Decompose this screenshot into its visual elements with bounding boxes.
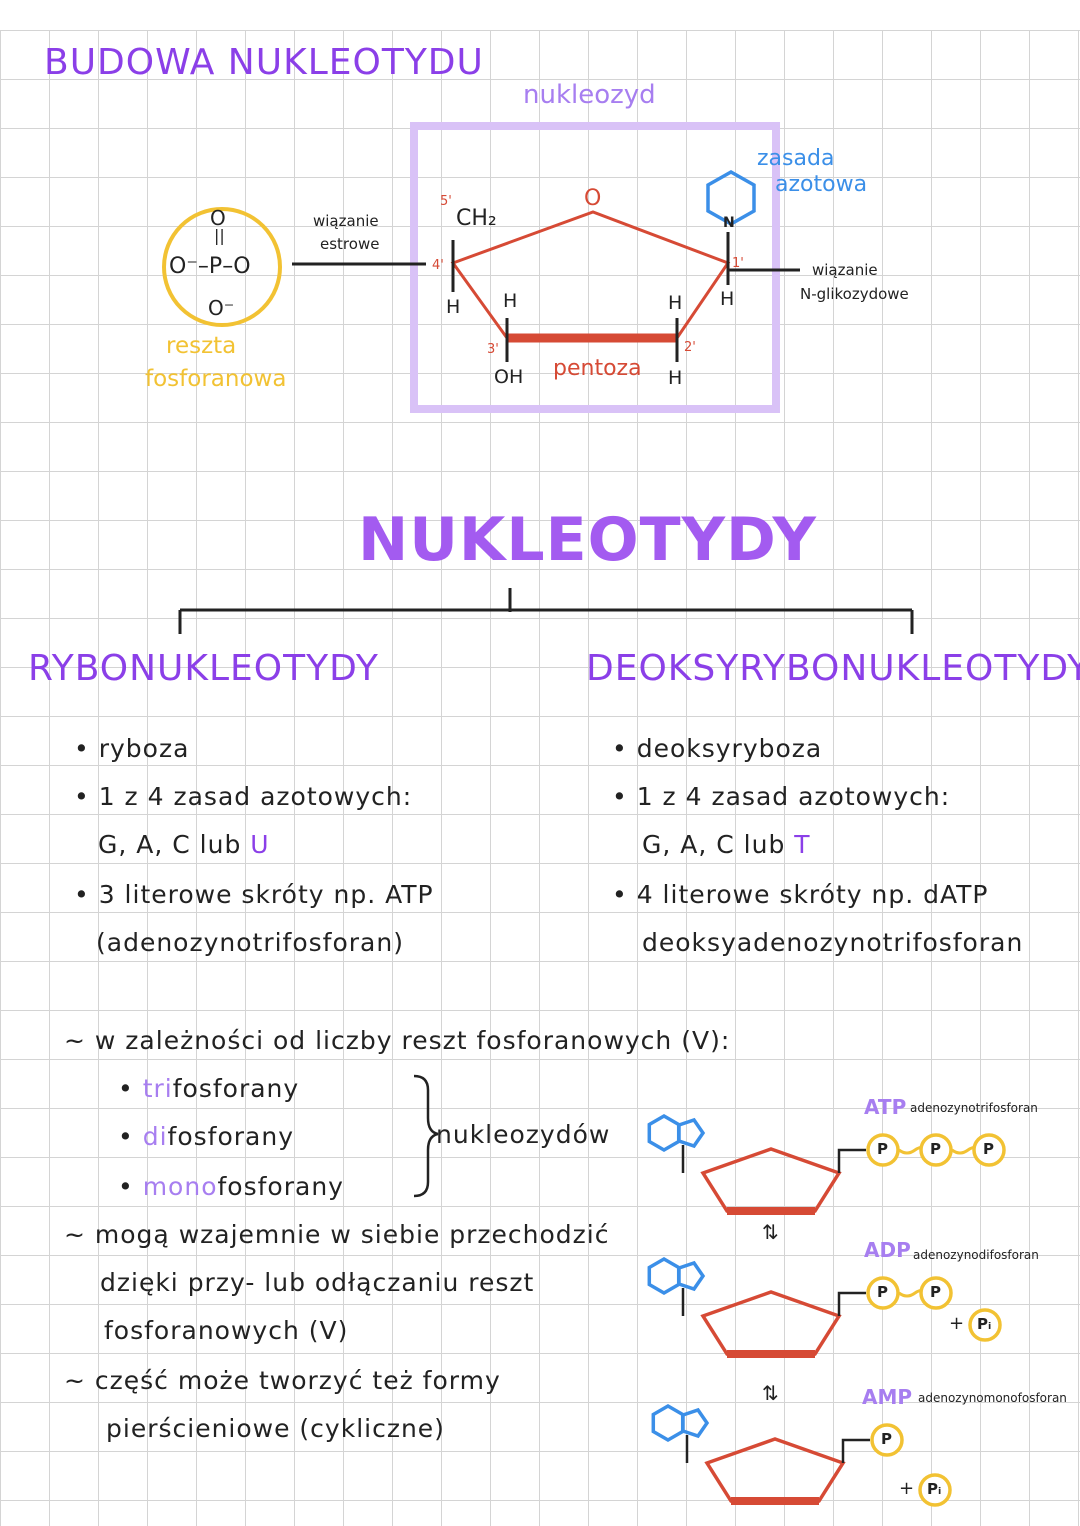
c5-label: 5' <box>440 194 452 209</box>
ch2: CH₂ <box>456 206 497 231</box>
equilibrium-arrow: ⇅ <box>762 1220 779 1244</box>
purine-pentagon-icon <box>677 1260 706 1292</box>
nucleoside-label: nukleozyd <box>523 80 656 110</box>
note-3: ~ część może tworzyć też formy <box>64 1366 501 1395</box>
phosphate-circle <box>866 1276 900 1310</box>
h2-bottom: H <box>668 367 683 389</box>
phosphate-row: O⁻–P–O <box>169 254 251 279</box>
note-2-line-2: dzięki przy- lub odłączaniu reszt <box>100 1268 535 1297</box>
left-abbrev: (adenozynotrifosforan) <box>96 928 404 957</box>
c3-label: 3' <box>487 342 499 357</box>
molecule-name: adenozynomonofosforan <box>918 1391 1067 1405</box>
purine-hexagon-icon <box>651 1403 685 1443</box>
grid-paper <box>0 30 1080 1526</box>
purine-hexagon-icon <box>647 1256 681 1296</box>
molecule-abbr: AMP <box>862 1385 913 1409</box>
inorganic-phosphate-circle <box>918 1473 952 1507</box>
note-2: ~ mogą wzajemnie w siebie przechodzić <box>64 1220 610 1249</box>
equilibrium-arrow: ⇅ <box>762 1381 779 1405</box>
phosphate-link <box>837 1148 866 1173</box>
note-3-line-2: pierścieniowe (cykliczne) <box>106 1414 445 1443</box>
h2: H <box>668 292 683 314</box>
note-2-line-3: fosforanowych (V) <box>104 1316 349 1345</box>
molecule-abbr: ADP <box>864 1238 911 1262</box>
sub-item: • monofosforany <box>118 1172 344 1201</box>
phosphate-circle <box>919 1276 953 1310</box>
phosphate-o-top: O <box>210 206 226 230</box>
phosphate-circle <box>162 207 282 327</box>
phosphate-symbol: P <box>881 1430 892 1448</box>
nitrogen: N <box>723 215 735 231</box>
phosphate-circle <box>870 1423 904 1457</box>
h3: H <box>503 290 518 312</box>
ester-bond-label: wiązanie <box>313 212 379 230</box>
left-bases: G, A, C lub U <box>98 830 270 859</box>
phosphate-symbol: P <box>983 1140 994 1158</box>
phosphate-o-bottom: O⁻ <box>208 296 235 320</box>
phosphate-circle <box>866 1133 900 1167</box>
purine-pentagon-icon <box>677 1117 706 1149</box>
inorganic-phosphate-symbol: Pᵢ <box>977 1315 992 1333</box>
base-label-2: azotowa <box>775 172 868 197</box>
right-abbrev: deoksyadenozynotrifosforan <box>642 928 1024 957</box>
pentose-ring <box>450 210 731 340</box>
phosphate-symbol: P <box>930 1283 941 1301</box>
sub-item: • difosforany <box>118 1122 294 1151</box>
phosphate-circle <box>972 1133 1006 1167</box>
phosphate-symbol: P <box>877 1140 888 1158</box>
c1-label: 1' <box>732 256 744 271</box>
main-title: NUKLEOTYDY <box>358 505 817 575</box>
c2-label: 2' <box>684 340 696 355</box>
left-item: • 3 literowe skróty np. ATP <box>74 880 434 909</box>
pentose-label: pentoza <box>553 356 642 381</box>
glycosidic-bond-label-2: N-glikozydowe <box>800 285 909 303</box>
phosphate-symbol: P <box>877 1283 888 1301</box>
left-item: • ryboza <box>74 734 190 763</box>
plus-sign: + <box>899 1478 915 1499</box>
inorganic-phosphate-symbol: Pᵢ <box>927 1480 942 1498</box>
plus-sign: + <box>949 1313 965 1334</box>
nucleoside-box <box>410 122 780 413</box>
ester-bond-label-2: estrowe <box>320 235 380 253</box>
brace <box>413 1074 439 1198</box>
pentose-icon <box>704 1437 846 1503</box>
ring-oxygen: O <box>584 186 602 211</box>
phosphate-circle <box>919 1133 953 1167</box>
purine-pentagon-icon <box>681 1407 710 1439</box>
right-item: • deoksyryboza <box>612 734 823 763</box>
base-label: zasada <box>757 146 835 171</box>
h1: H <box>720 288 735 310</box>
base-ring-icon <box>706 169 756 227</box>
glycosidic-bond-label: wiązanie <box>812 261 878 279</box>
right-item: • 4 literowe skróty np. dATP <box>612 880 989 909</box>
left-item: • 1 z 4 zasad azotowych: <box>74 782 413 811</box>
purine-hexagon-icon <box>647 1113 681 1153</box>
molecule-abbr: ATP <box>864 1095 907 1119</box>
left-heading: RYBONUKLEOTYDY <box>28 648 379 689</box>
sub-item: • trifosforany <box>118 1074 300 1103</box>
phosphate-link <box>837 1291 866 1316</box>
inorganic-phosphate-circle <box>968 1308 1002 1342</box>
phosphate-symbol: P <box>930 1140 941 1158</box>
molecule-name: adenozynodifosforan <box>913 1248 1039 1262</box>
oh: OH <box>494 366 524 388</box>
pentose-icon <box>700 1290 842 1356</box>
right-heading: DEOKSYRYBONUKLEOTYDY <box>586 648 1080 689</box>
c4-label: 4' <box>432 258 444 273</box>
molecule-diagrams <box>647 1113 1006 1507</box>
molecule-name: adenozynotrifosforan <box>910 1101 1038 1115</box>
phosphate-label: reszta <box>166 333 237 359</box>
phosphate-link <box>841 1438 870 1463</box>
h4: H <box>446 296 461 318</box>
double-bond: || <box>214 226 225 245</box>
note-1: ~ w zależności od liczby reszt fosforano… <box>64 1026 731 1055</box>
phosphate-label-2: fosforanowa <box>145 366 287 392</box>
right-bases: G, A, C lub T <box>642 830 811 859</box>
brace-label: nukleozydów <box>436 1120 611 1149</box>
page-title: BUDOWA NUKLEOTYDU <box>44 42 484 83</box>
right-item: • 1 z 4 zasad azotowych: <box>612 782 951 811</box>
pentose-icon <box>700 1147 842 1213</box>
